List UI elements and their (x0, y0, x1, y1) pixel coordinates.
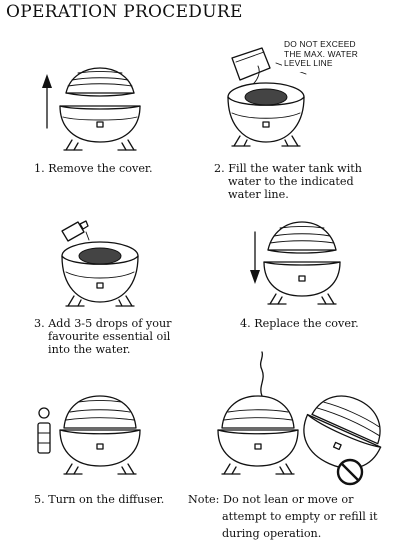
tilted-diffuser (303, 395, 382, 470)
max-level-warning-line-1: DO NOT EXCEED (284, 39, 356, 49)
note-line-3: during operation. (222, 527, 322, 540)
upright-diffuser (217, 395, 299, 475)
open-water-tank (227, 82, 305, 147)
max-level-warning-line-3: LEVEL LINE (284, 58, 333, 69)
step-3-caption-line-1: 3. Add 3-5 drops of your (34, 317, 172, 330)
pitcher-icon (231, 47, 271, 86)
oil-bottle-icon (61, 220, 90, 242)
diffuser-base (59, 105, 141, 151)
up-arrow-icon (42, 74, 52, 129)
mist-icon (259, 351, 264, 397)
diffuser-cover (267, 221, 337, 254)
open-water-tank (61, 241, 139, 307)
step-2-caption-line-1: 2. Fill the water tank with (214, 162, 362, 175)
step-3-caption-line-3: into the water. (48, 343, 131, 356)
page-title: OPERATION PROCEDURE (6, 2, 243, 22)
step-1-caption: 1. Remove the cover. (34, 162, 153, 175)
note-line-1: Do not lean or move or (222, 493, 354, 506)
step-3-caption-line-2: favourite essential oil (48, 330, 171, 343)
power-button-icon (37, 407, 51, 454)
assembled-diffuser (59, 395, 141, 475)
step-4-caption: 4. Replace the cover. (240, 317, 359, 330)
step-2-caption-line-3: water line. (228, 188, 289, 201)
note-line-2: attempt to empty or refill it (222, 510, 378, 523)
down-arrow-icon (250, 231, 260, 284)
diffuser-base (263, 261, 341, 305)
prohibited-icon (336, 458, 364, 486)
note-label: Note: (188, 493, 220, 506)
max-level-warning-line-2: THE MAX. WATER (284, 48, 358, 59)
step-5-caption: 5. Turn on the diffuser. (34, 493, 165, 506)
diffuser-cover (65, 67, 135, 97)
step-2-caption-line-2: water to the indicated (228, 175, 354, 188)
